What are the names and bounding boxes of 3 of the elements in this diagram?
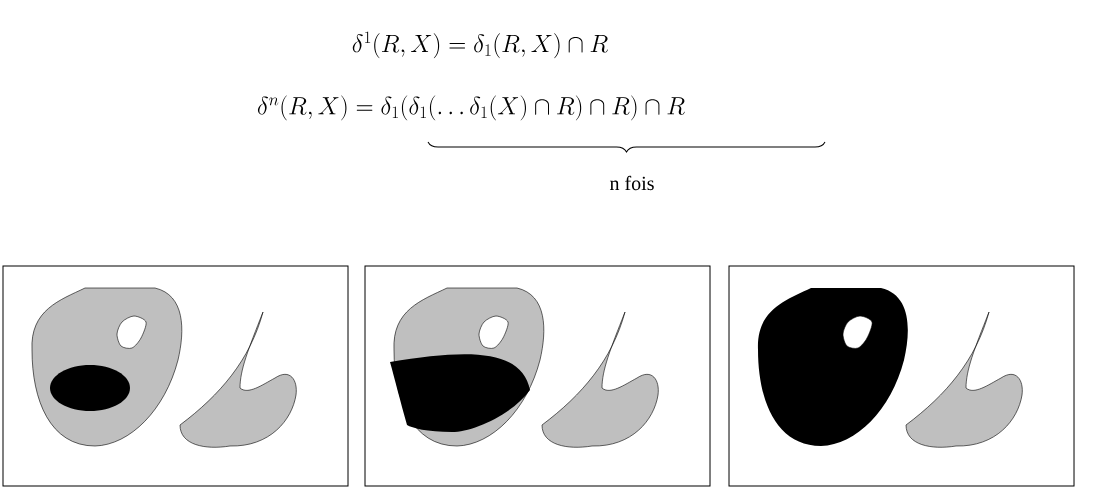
formula: $\delta^{1}(R,X)=\delta_{1}(R,X)\cap R$ [352,31,608,59]
brace-label: n fois [609,175,654,191]
formula: $\delta^{n}(R,X)=\delta_{1}(\delta_{1}(\ldots\delta_{1}(X)\cap R)\cap R)\cap R$ [257,95,685,121]
